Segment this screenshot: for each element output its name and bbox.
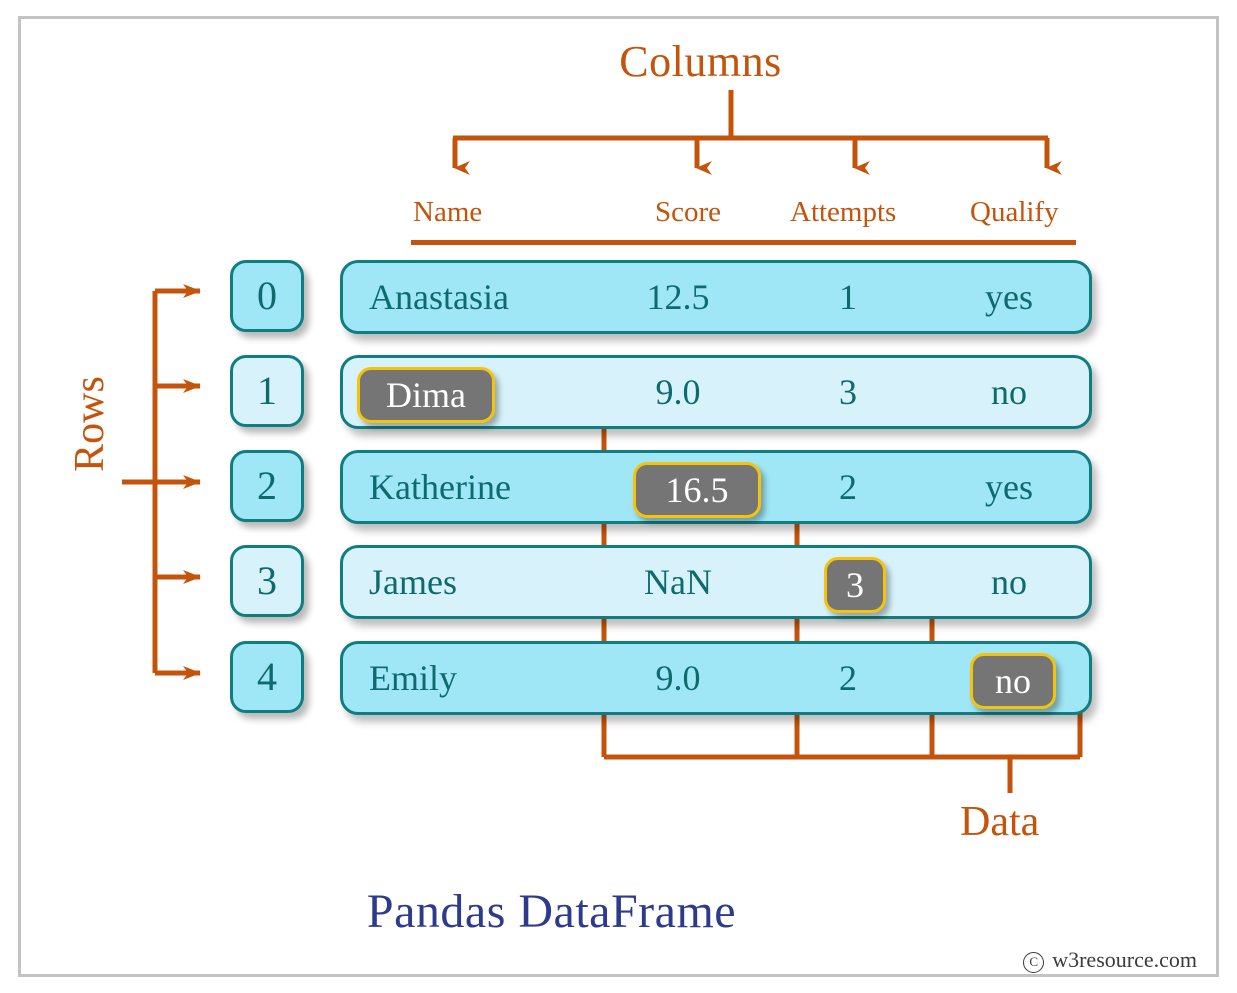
cell-name: Emily — [369, 658, 457, 698]
columns-label: Columns — [0, 36, 1237, 87]
column-header-score: Score — [655, 196, 722, 228]
column-header-qualify: Qualify — [970, 196, 1059, 228]
cell-score: 9.0 — [655, 372, 701, 412]
page-title: Pandas DataFrame — [0, 884, 1237, 939]
page-title-text: Pandas DataFrame — [366, 885, 737, 938]
cell-name: Anastasia — [369, 277, 509, 317]
rows-label-text: Rows — [67, 376, 113, 472]
index-pill-1: 1 — [230, 355, 304, 427]
cell-attempts: 2 — [839, 658, 857, 698]
highlight-badge-no: no — [970, 653, 1056, 709]
cell-qualify: no — [991, 562, 1027, 602]
table-row: James NaN 3 no — [340, 545, 1092, 619]
cell-attempts: 1 — [839, 277, 857, 317]
highlight-badge-16-5: 16.5 — [633, 462, 761, 518]
table-row: Dima 9.0 3 no — [340, 355, 1092, 429]
column-header-name: Name — [413, 196, 483, 228]
index-pill-3: 3 — [230, 545, 304, 617]
cell-score: 12.5 — [646, 277, 710, 317]
cell-qualify: yes — [985, 277, 1033, 317]
column-header-row: Name Score Attempts Qualify — [410, 196, 1078, 242]
cell-qualify: yes — [985, 467, 1033, 507]
copyright-icon: C — [1023, 952, 1045, 973]
highlight-badge-dima: Dima — [357, 367, 495, 423]
data-label-text: Data — [960, 799, 1040, 845]
table-row: Katherine 16.5 2 yes — [340, 450, 1092, 524]
cell-qualify: no — [991, 372, 1027, 412]
column-header-rule — [411, 240, 1076, 245]
table-row: Emily 9.0 2 no — [340, 641, 1092, 715]
columns-label-text: Columns — [619, 37, 782, 86]
rows-label: Rows — [66, 364, 114, 484]
column-header-attempts: Attempts — [790, 196, 897, 228]
cell-attempts: 2 — [839, 467, 857, 507]
index-pill-2: 2 — [230, 450, 304, 522]
table-row: Anastasia 12.5 1 yes — [340, 260, 1092, 334]
watermark-text: w3resource.com — [1052, 947, 1197, 972]
cell-score: NaN — [644, 562, 712, 602]
data-label: Data — [960, 798, 1039, 846]
cell-name: James — [369, 562, 457, 602]
highlight-badge-3: 3 — [824, 557, 886, 613]
index-pill-4: 4 — [230, 641, 304, 713]
index-pill-0: 0 — [230, 260, 304, 332]
cell-score: 9.0 — [655, 658, 701, 698]
cell-name: Katherine — [369, 467, 511, 507]
cell-attempts: 3 — [839, 372, 857, 412]
